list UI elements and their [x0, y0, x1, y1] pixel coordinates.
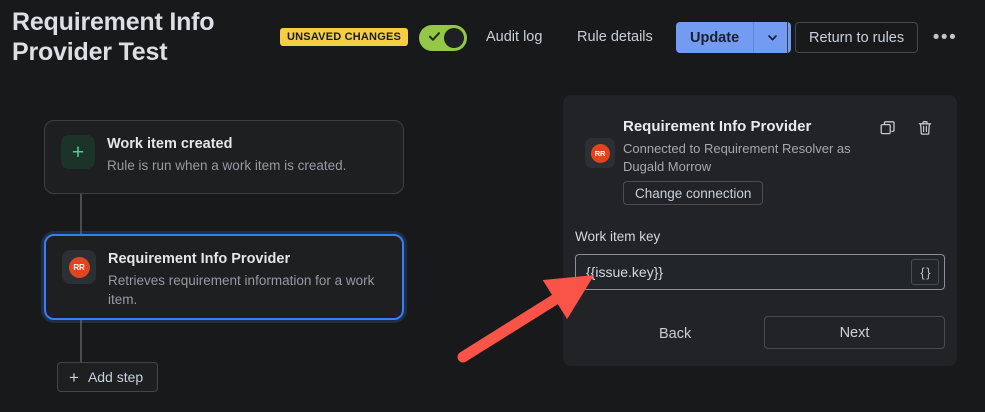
- status-badge-unsaved-changes: UNSAVED CHANGES: [280, 28, 409, 46]
- update-button-group: Update: [676, 22, 792, 53]
- flow-step-title: Work item created: [107, 136, 233, 152]
- rr-badge: RR: [590, 143, 610, 163]
- flow-step-description: Rule is run when a work item is created.: [107, 158, 347, 173]
- work-item-key-input[interactable]: [576, 264, 911, 280]
- plus-icon: +: [61, 135, 95, 169]
- panel-connection-text: Connected to Requirement Resolver as Dug…: [623, 141, 851, 174]
- rule-details-link[interactable]: Rule details: [577, 29, 653, 45]
- add-step-button[interactable]: + Add step: [57, 362, 159, 392]
- flow-connector-line: [80, 194, 82, 234]
- back-button[interactable]: Back: [659, 326, 692, 342]
- work-item-key-field[interactable]: { }: [575, 254, 945, 290]
- component-config-panel: RR Requirement Info Provider Connected t…: [563, 95, 957, 366]
- flow-step-text: Work item created Rule is run when a wor…: [107, 135, 346, 175]
- header-divider: [787, 22, 788, 53]
- rule-enabled-toggle[interactable]: [419, 25, 467, 51]
- panel-header: RR Requirement Info Provider Connected t…: [563, 95, 957, 207]
- flow-step-title: Requirement Info Provider: [108, 251, 291, 267]
- plus-glyph: +: [71, 140, 85, 164]
- flow-step-action-selected[interactable]: RR Requirement Info Provider Retrieves r…: [44, 234, 404, 320]
- trash-icon[interactable]: [914, 117, 936, 139]
- change-connection-button[interactable]: Change connection: [623, 181, 764, 205]
- chevron-down-icon[interactable]: [753, 22, 792, 53]
- check-icon: [427, 29, 442, 44]
- audit-log-link[interactable]: Audit log: [486, 29, 543, 45]
- copy-icon[interactable]: [877, 117, 899, 139]
- rr-avatar-icon: RR: [585, 138, 615, 168]
- update-button[interactable]: Update: [676, 22, 754, 53]
- add-step-label: Add step: [87, 369, 144, 385]
- next-button[interactable]: Next: [764, 316, 945, 349]
- page-title: Requirement Info Provider Test: [12, 8, 215, 66]
- work-item-key-label: Work item key: [575, 229, 661, 244]
- flow-step-text: Requirement Info Provider Retrieves requ…: [108, 250, 386, 309]
- rr-badge: RR: [68, 256, 90, 278]
- toggle-knob: [444, 28, 464, 48]
- panel-title: Requirement Info Provider: [623, 118, 812, 135]
- rr-avatar-icon: RR: [62, 250, 96, 284]
- rule-flow-canvas: + Work item created Rule is run when a w…: [44, 120, 404, 392]
- return-to-rules-button[interactable]: Return to rules: [795, 22, 919, 53]
- plus-icon: +: [69, 367, 79, 387]
- flow-step-trigger[interactable]: + Work item created Rule is run when a w…: [44, 120, 404, 194]
- more-options-icon[interactable]: •••: [932, 26, 958, 48]
- flow-connector-line: [80, 320, 82, 362]
- curly-braces-icon[interactable]: { }: [911, 259, 939, 285]
- flow-step-description: Retrieves requirement information for a …: [108, 273, 375, 307]
- page-header: Requirement Info Provider Test UNSAVED C…: [0, 0, 985, 80]
